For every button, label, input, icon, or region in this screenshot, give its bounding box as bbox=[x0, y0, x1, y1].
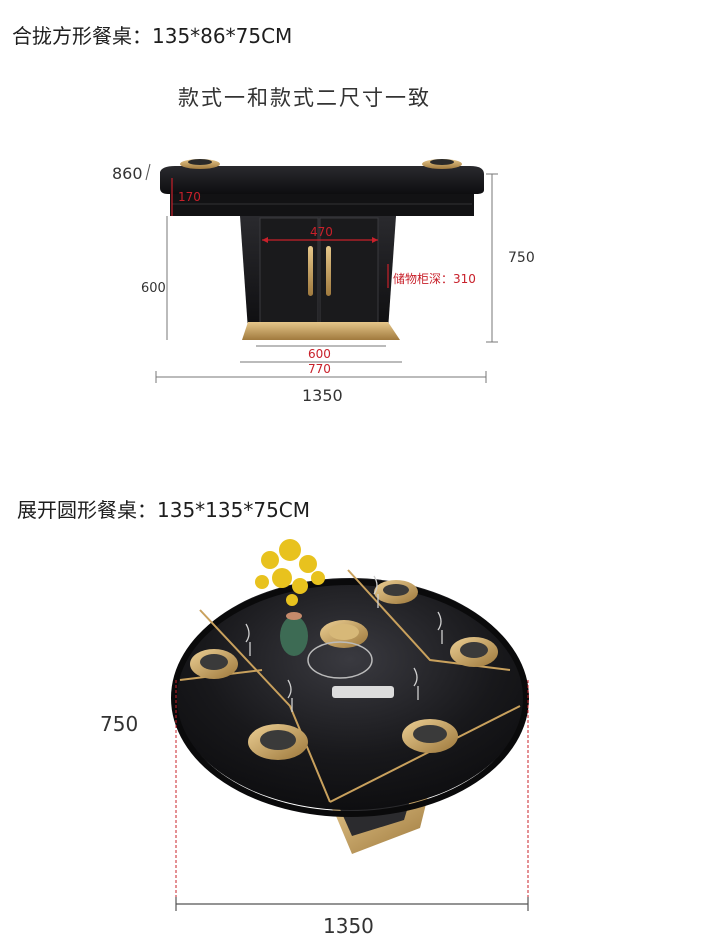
dim-length-label: 1350 bbox=[302, 386, 343, 405]
dim-depth-label: 860 bbox=[112, 164, 143, 183]
open-table-heading: 展开圆形餐桌：135*135*75CM bbox=[17, 498, 311, 522]
dim-leg-label: 600 bbox=[141, 281, 166, 296]
dish-right-inner bbox=[430, 159, 454, 165]
place-setting-left bbox=[190, 649, 238, 679]
vase-neck bbox=[286, 612, 302, 620]
size-note-subtitle: 款式一和款式二尺寸一致 bbox=[178, 86, 431, 110]
closed-table-heading: 合拢方形餐桌：135*86*75CM bbox=[12, 24, 293, 48]
hotpot-inner bbox=[329, 624, 359, 640]
dim-cabinet-label: 470 bbox=[310, 225, 333, 239]
door-handle-right bbox=[326, 246, 331, 296]
open-table-illustration bbox=[171, 539, 529, 911]
tabletop-surface bbox=[160, 166, 484, 194]
control-panel bbox=[332, 686, 394, 698]
door-handle-left bbox=[308, 246, 313, 296]
dim-cabinet-arrow-right bbox=[372, 237, 378, 243]
gold-inlay-2 bbox=[329, 705, 521, 803]
dim-thickness-label: 170 bbox=[178, 190, 201, 204]
flower-bouquet bbox=[255, 539, 325, 606]
place-setting-top bbox=[374, 580, 418, 604]
table-base bbox=[242, 322, 400, 340]
tabletop-edge bbox=[170, 194, 474, 216]
dim-cabinet-arrow-left bbox=[262, 237, 268, 243]
dim-diameter-label: 1350 bbox=[323, 914, 374, 938]
induction-circle bbox=[307, 641, 373, 679]
dim-base-inner-label: 600 bbox=[308, 347, 331, 361]
gold-inlay-1 bbox=[199, 609, 331, 803]
dim-height-label: 750 bbox=[508, 250, 535, 266]
dim-base-outer-label: 770 bbox=[308, 362, 331, 376]
place-setting-right bbox=[450, 637, 498, 667]
round-tabletop-edge bbox=[171, 579, 529, 817]
dish-left-inner bbox=[188, 159, 212, 165]
wine-glasses bbox=[245, 575, 443, 712]
gold-inlay-3 bbox=[347, 569, 511, 671]
dim-round-height-label: 750 bbox=[100, 712, 139, 736]
dim-depth-line bbox=[145, 163, 151, 181]
closed-table-illustration bbox=[145, 159, 498, 383]
place-setting-bottom-left bbox=[248, 724, 308, 760]
dim-storage-label: 储物柜深：310 bbox=[393, 272, 476, 286]
place-setting-bottom-right bbox=[402, 719, 458, 753]
vase bbox=[280, 616, 308, 656]
